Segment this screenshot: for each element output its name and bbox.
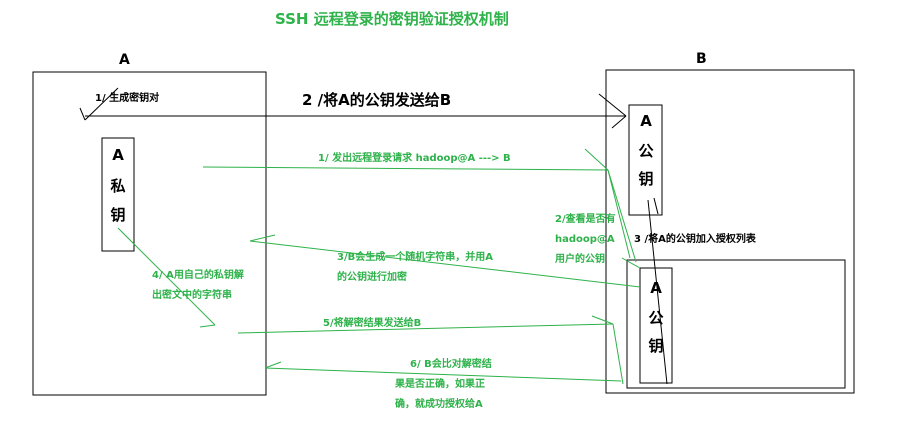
green-step5-label: 5/将解密结果发送给B bbox=[323, 318, 422, 329]
green-step6-line: 确，就成功授权给A bbox=[395, 399, 483, 410]
arrow-decrypt-private bbox=[117, 227, 216, 328]
host-b-box bbox=[605, 69, 855, 394]
green-step2-line: hadoop@A bbox=[555, 234, 615, 245]
private-key-char: 钥 bbox=[110, 206, 126, 224]
green-step2-line: 用户的公钥 bbox=[555, 254, 605, 265]
arrow-login-request bbox=[202, 148, 637, 263]
host-a-label: A bbox=[119, 52, 130, 68]
public-key-char: 钥 bbox=[638, 170, 654, 188]
arrow-generate-keypair bbox=[79, 87, 119, 121]
green-step3-line: 的公钥进行加密 bbox=[337, 272, 407, 283]
green-step6-line: 6/ B会比对解密结 bbox=[410, 359, 492, 370]
green-step6-line: 果是否正确，如果正 bbox=[395, 379, 485, 390]
public-key-box-auth bbox=[639, 267, 673, 384]
step3-authorize-label: 3 /将A的公钥加入授权列表 bbox=[634, 234, 756, 245]
private-key-char: A bbox=[112, 146, 124, 164]
arrow-verify-result bbox=[264, 361, 622, 382]
authorized-keys-box bbox=[626, 259, 846, 389]
step1-generate-label: 1/ 生成密钥对 bbox=[95, 93, 160, 104]
green-step1-label: 1/ 发出远程登录请求 hadoop@A ---> B bbox=[318, 153, 511, 164]
authorized-key-char: 钥 bbox=[648, 337, 664, 355]
private-key-char: 私 bbox=[110, 177, 126, 195]
authorized-key-char: A bbox=[650, 279, 662, 297]
step2-send-label: 2 /将A的公钥发送给B bbox=[302, 91, 452, 109]
host-b-label: B bbox=[696, 51, 707, 67]
host-a-box bbox=[32, 71, 267, 396]
public-key-char: A bbox=[640, 112, 652, 130]
authorized-key-char: 公 bbox=[648, 309, 664, 327]
green-step4-line: 出密文中的字符串 bbox=[152, 290, 232, 301]
green-step2-line: 2/查看是否有 bbox=[555, 214, 616, 225]
arrow-check-public-key bbox=[607, 169, 641, 269]
arrow-add-to-authorized bbox=[647, 197, 668, 385]
arrow-send-decrypted bbox=[237, 315, 624, 385]
arrow-send-public-key bbox=[85, 93, 627, 129]
public-key-box-b bbox=[628, 104, 663, 216]
diagram-title: SSH 远程登录的密钥验证授权机制 bbox=[275, 10, 509, 28]
private-key-box bbox=[101, 137, 135, 252]
public-key-char: 公 bbox=[638, 142, 654, 160]
green-step4-line: 4/ A用自己的私钥解 bbox=[152, 270, 244, 281]
green-step3-line: 3/B会生成一个随机字符串，并用A bbox=[337, 252, 493, 263]
arrow-encrypt-string bbox=[249, 234, 641, 288]
